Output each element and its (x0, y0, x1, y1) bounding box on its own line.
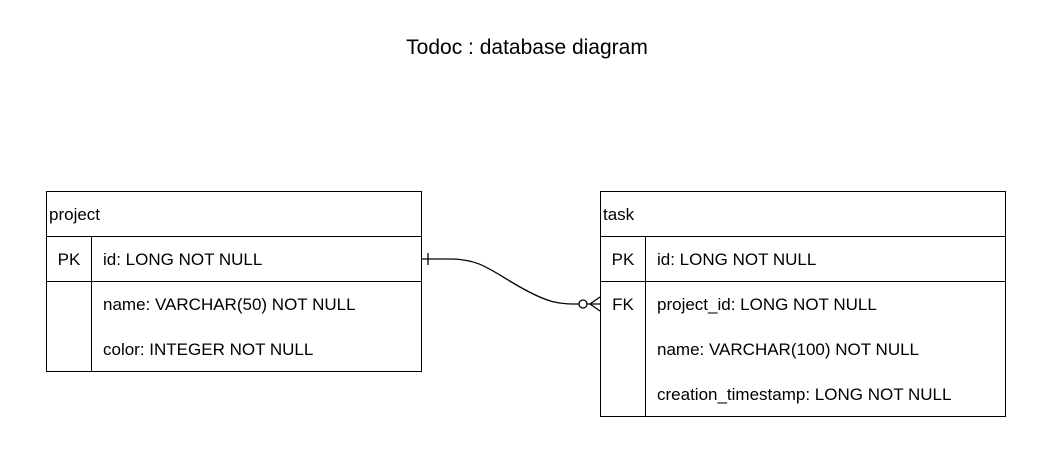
task-project-id-field: project_id: LONG NOT NULL (657, 295, 877, 314)
task-creation-timestamp-field: creation_timestamp: LONG NOT NULL (657, 385, 952, 404)
key-empty (47, 282, 92, 327)
key-empty (601, 327, 646, 372)
diagram-title: Todoc : database diagram (406, 36, 648, 59)
pk-label: PK (601, 237, 646, 281)
key-empty (47, 327, 92, 372)
entity-task-name: task (601, 192, 1005, 237)
task-id-field: id: LONG NOT NULL (657, 250, 817, 269)
task-field-row: creation_timestamp: LONG NOT NULL (601, 372, 1005, 417)
task-fk-row: FK project_id: LONG NOT NULL (601, 282, 1005, 327)
project-name-field: name: VARCHAR(50) NOT NULL (103, 295, 356, 314)
task-pk-row: PK id: LONG NOT NULL (601, 237, 1005, 282)
task-name-field: name: VARCHAR(100) NOT NULL (657, 340, 920, 359)
pk-label: PK (47, 237, 92, 281)
entity-project[interactable]: project PK id: LONG NOT NULL name: VARCH… (46, 191, 422, 372)
relationship-line (422, 258, 600, 305)
project-field-row: name: VARCHAR(50) NOT NULL (47, 282, 421, 327)
entity-project-name: project (47, 192, 421, 237)
zero-or-many-marker (578, 296, 601, 312)
fk-label: FK (601, 282, 646, 327)
project-pk-row: PK id: LONG NOT NULL (47, 237, 421, 282)
project-id-field: id: LONG NOT NULL (103, 250, 263, 269)
key-empty (601, 372, 646, 417)
project-color-field: color: INTEGER NOT NULL (103, 340, 314, 359)
project-field-row: color: INTEGER NOT NULL (47, 327, 421, 372)
task-field-row: name: VARCHAR(100) NOT NULL (601, 327, 1005, 372)
entity-task[interactable]: task PK id: LONG NOT NULL FK project_id:… (600, 191, 1006, 417)
